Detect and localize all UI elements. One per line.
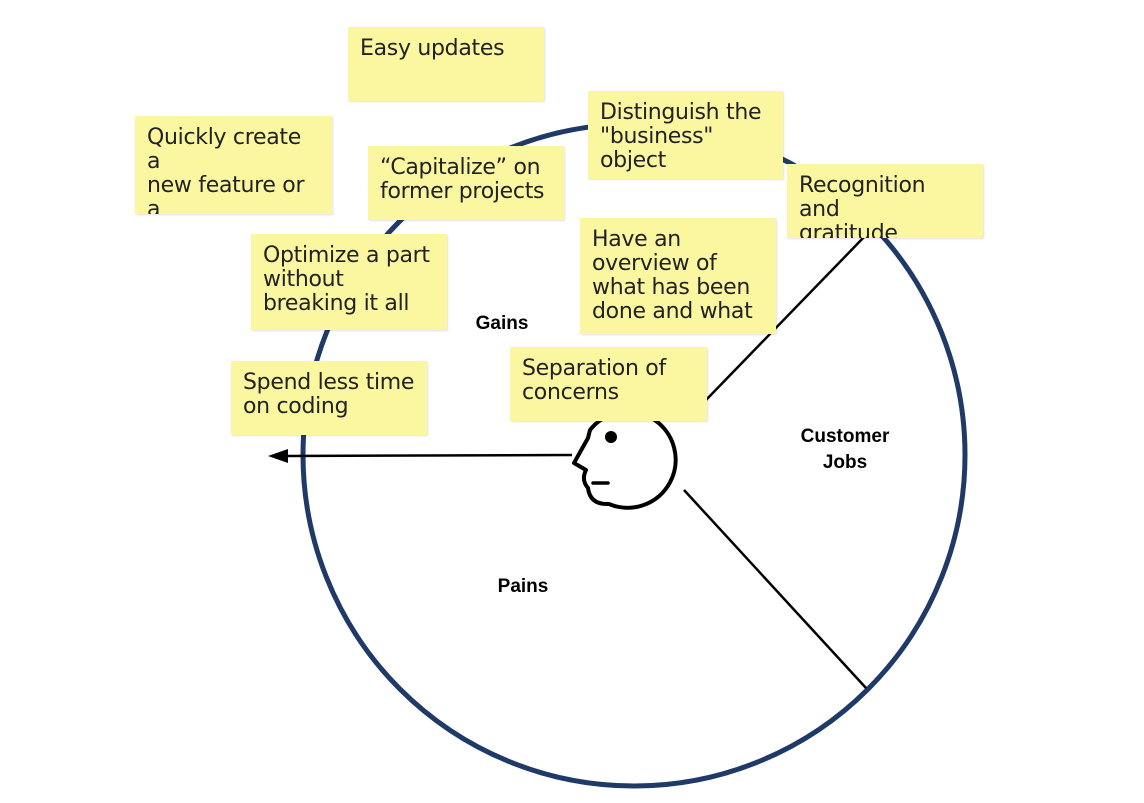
section-label-pains: Pains: [497, 576, 549, 597]
arrow-line: [284, 453, 573, 458]
sticky-note-overview-done[interactable]: Have an overview of what has been done a…: [580, 218, 776, 334]
section-label-customer-jobs: Customer Jobs: [800, 426, 890, 473]
sticky-note-optimize-part[interactable]: Optimize a part without breaking it all: [251, 234, 447, 330]
section-label-gains: Gains: [475, 313, 529, 334]
arrow-left-icon: [268, 449, 288, 463]
sticky-note-easy-updates[interactable]: Easy updates: [348, 27, 544, 101]
sticky-note-spend-less-time[interactable]: Spend less time on coding: [231, 361, 427, 435]
divider-gains-jobs: [705, 234, 867, 401]
sticky-note-separation-concerns[interactable]: Separation of concerns: [510, 347, 707, 421]
sticky-note-capitalize-former-projects[interactable]: “Capitalize” on former projects: [368, 146, 564, 220]
divider-pains-jobs: [683, 489, 867, 689]
sticky-note-recognition-gratitude[interactable]: Recognition and gratitude: [787, 164, 983, 238]
sticky-note-distinguish-business-object[interactable]: Distinguish the "business" object: [588, 91, 783, 179]
sticky-note-quickly-create-feature[interactable]: Quickly create a new feature or a new vi…: [135, 116, 332, 214]
eye-icon: [605, 431, 617, 443]
